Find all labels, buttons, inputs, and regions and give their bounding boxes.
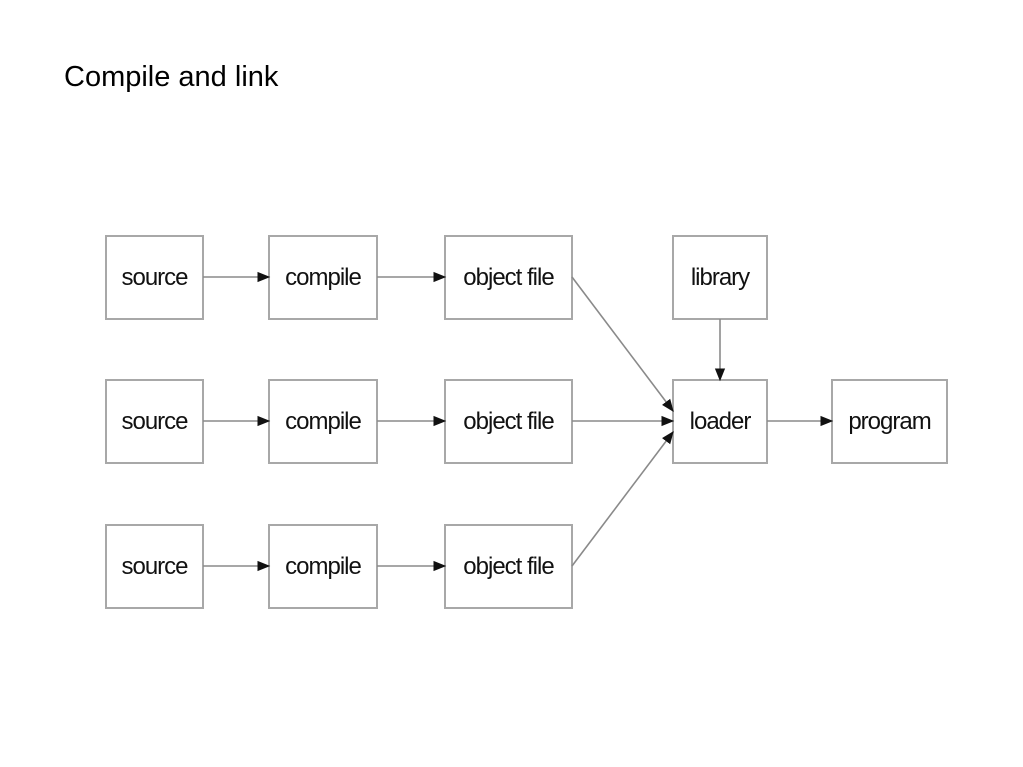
compile-label-1: compile (285, 264, 361, 291)
object-file-label-1: object file (463, 264, 554, 291)
compile-label-2: compile (285, 408, 361, 435)
source-label-1: source (121, 264, 188, 291)
library-label: library (691, 264, 750, 291)
source-box-2: source (105, 379, 204, 464)
object-file-box-1: object file (444, 235, 573, 320)
compile-box-3: compile (268, 524, 378, 609)
loader-box: loader (672, 379, 768, 464)
loader-label: loader (690, 408, 752, 435)
object-file-label-2: object file (463, 408, 554, 435)
slide-title: Compile and link (64, 61, 279, 93)
source-box-1: source (105, 235, 204, 320)
source-label-2: source (121, 408, 188, 435)
compile-box-2: compile (268, 379, 378, 464)
library-box: library (672, 235, 768, 320)
source-box-3: source (105, 524, 204, 609)
object-file-box-3: object file (444, 524, 573, 609)
compile-box-1: compile (268, 235, 378, 320)
object-file-box-2: object file (444, 379, 573, 464)
arrow-object-to-loader-3 (571, 430, 674, 567)
source-label-3: source (121, 553, 188, 580)
object-file-label-3: object file (463, 553, 554, 580)
program-box: program (831, 379, 948, 464)
program-label: program (848, 408, 930, 435)
compile-label-3: compile (285, 553, 361, 580)
arrow-object-to-loader-1 (571, 276, 674, 413)
